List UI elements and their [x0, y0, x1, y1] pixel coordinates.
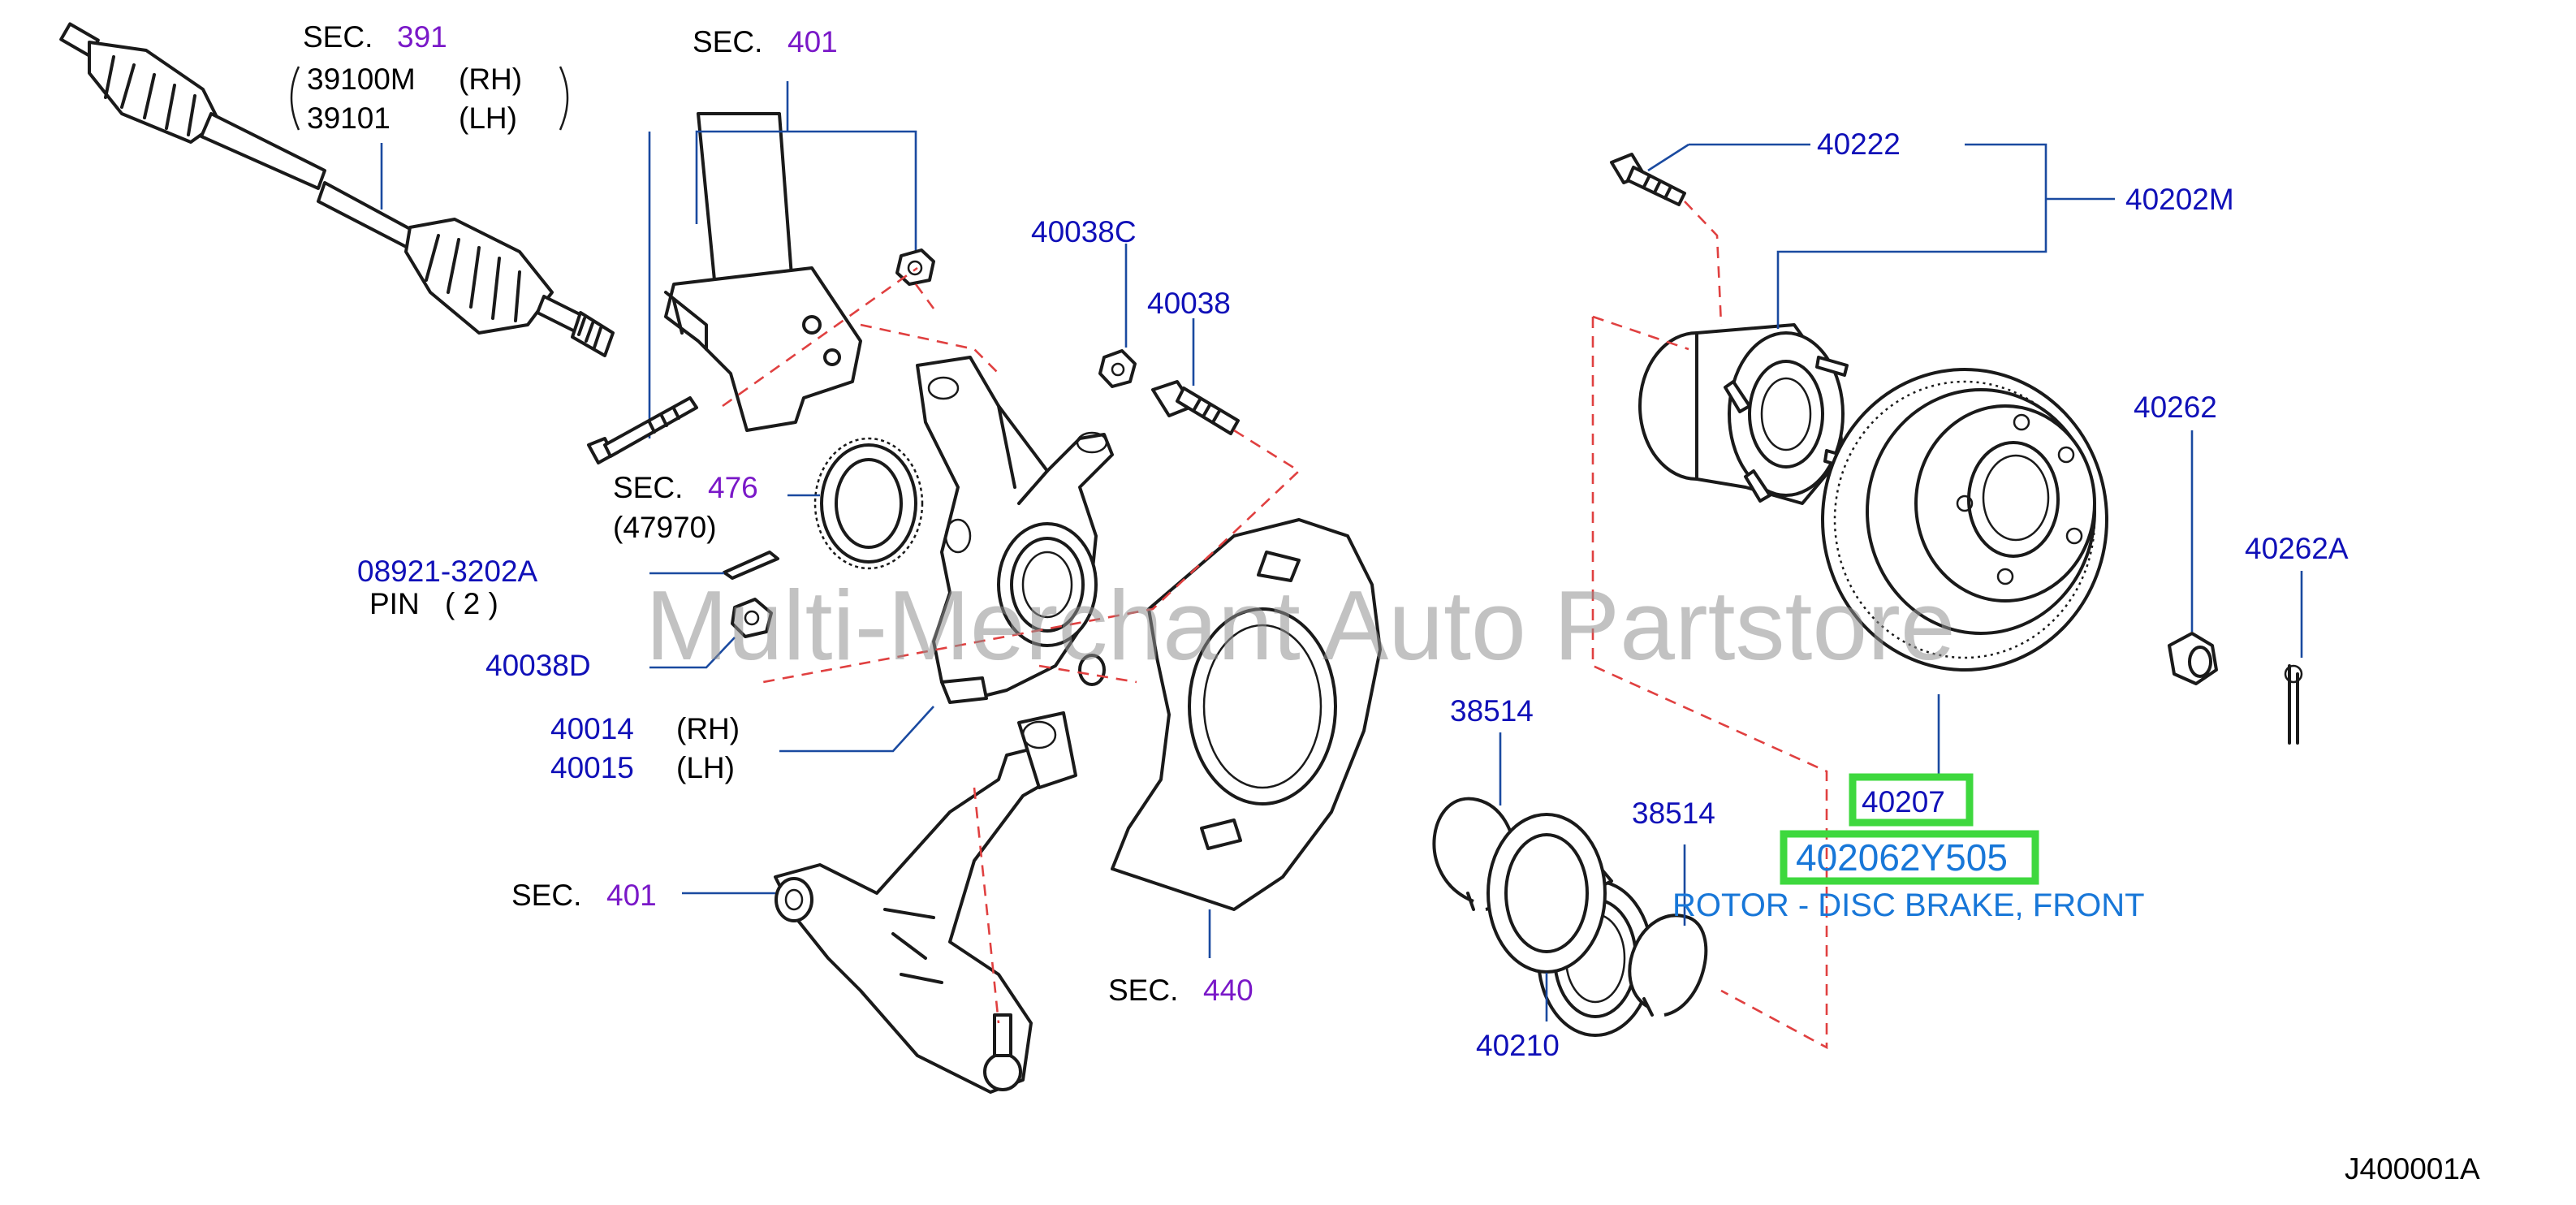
part-39100M[interactable]: 39100M	[307, 63, 416, 96]
side-lh-40015: (LH)	[676, 751, 735, 784]
part-40207[interactable]: 40207	[1862, 785, 1945, 818]
snap-ring-icon[interactable]	[1628, 913, 1708, 1017]
highlight-box-40207	[1849, 773, 1974, 827]
lug-nut-icon[interactable]	[2168, 632, 2218, 685]
sec440-prefix: SEC.	[1108, 974, 1178, 1007]
sec476-sub: (47970)	[613, 511, 717, 544]
bolt-icon[interactable]	[1151, 380, 1240, 435]
sec476-number[interactable]: 476	[708, 471, 758, 504]
sec401-top-prefix: SEC.	[693, 25, 762, 58]
hub-icon[interactable]	[1638, 323, 1845, 505]
bearing-icon[interactable]	[1486, 813, 1654, 1037]
diagram-code: J400001A	[2345, 1152, 2480, 1186]
part-40202M[interactable]: 40202M	[2125, 183, 2234, 216]
sec401-bottom-prefix: SEC.	[511, 879, 581, 912]
sec476-prefix: SEC.	[613, 471, 683, 504]
part-38514-right[interactable]: 38514	[1632, 797, 1715, 830]
cotter-pin-icon[interactable]	[723, 551, 779, 580]
part-38514-left[interactable]: 38514	[1450, 694, 1534, 728]
bolt-icon[interactable]	[587, 396, 698, 464]
nut-icon[interactable]	[731, 598, 773, 638]
part-08921-3202A[interactable]: 08921-3202A	[357, 555, 538, 588]
drive-shaft-icon[interactable]	[59, 22, 615, 357]
part-39101[interactable]: 39101	[307, 101, 390, 135]
sec440-number[interactable]: 440	[1203, 974, 1253, 1007]
pin-name: PIN	[369, 587, 420, 620]
part-40210[interactable]: 40210	[1476, 1029, 1560, 1062]
part-40038[interactable]: 40038	[1147, 287, 1231, 320]
part-40262[interactable]: 40262	[2134, 391, 2217, 424]
sec401-bottom-number[interactable]: 401	[606, 879, 657, 912]
disc-rotor-icon[interactable]	[1821, 368, 2108, 672]
highlight-box-part-number	[1780, 830, 2039, 885]
bolt-icon[interactable]	[1724, 356, 1857, 503]
side-lh-39101: (LH)	[459, 101, 517, 135]
part-40014[interactable]: 40014	[550, 712, 634, 745]
bolt-icon[interactable]	[1610, 153, 1686, 206]
nut-icon[interactable]	[1098, 349, 1137, 388]
sec391-number[interactable]: 391	[397, 20, 447, 54]
lower-arm-icon[interactable]	[774, 711, 1077, 1094]
watermark-text: Multi-Merchant Auto Partstore	[645, 570, 1956, 680]
sec391-prefix: SEC.	[303, 20, 373, 54]
highlight-part-number[interactable]: 402062Y505	[1796, 836, 2008, 879]
part-40262A[interactable]: 40262A	[2245, 532, 2349, 565]
pin-qty: ( 2 )	[445, 587, 498, 620]
strut-icon[interactable]	[664, 112, 862, 432]
side-rh-40014: (RH)	[676, 712, 740, 745]
cotter-pin-icon[interactable]	[2284, 664, 2303, 745]
knuckle-icon[interactable]	[916, 356, 1114, 704]
part-40015[interactable]: 40015	[550, 751, 634, 784]
tone-ring-icon[interactable]	[813, 437, 924, 570]
part-40038D[interactable]: 40038D	[485, 649, 591, 682]
sec401-top-number[interactable]: 401	[787, 25, 838, 58]
part-40038C[interactable]: 40038C	[1031, 215, 1137, 248]
part-40222[interactable]: 40222	[1817, 127, 1901, 161]
side-rh-39100M: (RH)	[459, 63, 522, 96]
highlight-part-description: ROTOR - DISC BRAKE, FRONT	[1672, 888, 2145, 923]
splash-shield-icon[interactable]	[1111, 518, 1382, 911]
